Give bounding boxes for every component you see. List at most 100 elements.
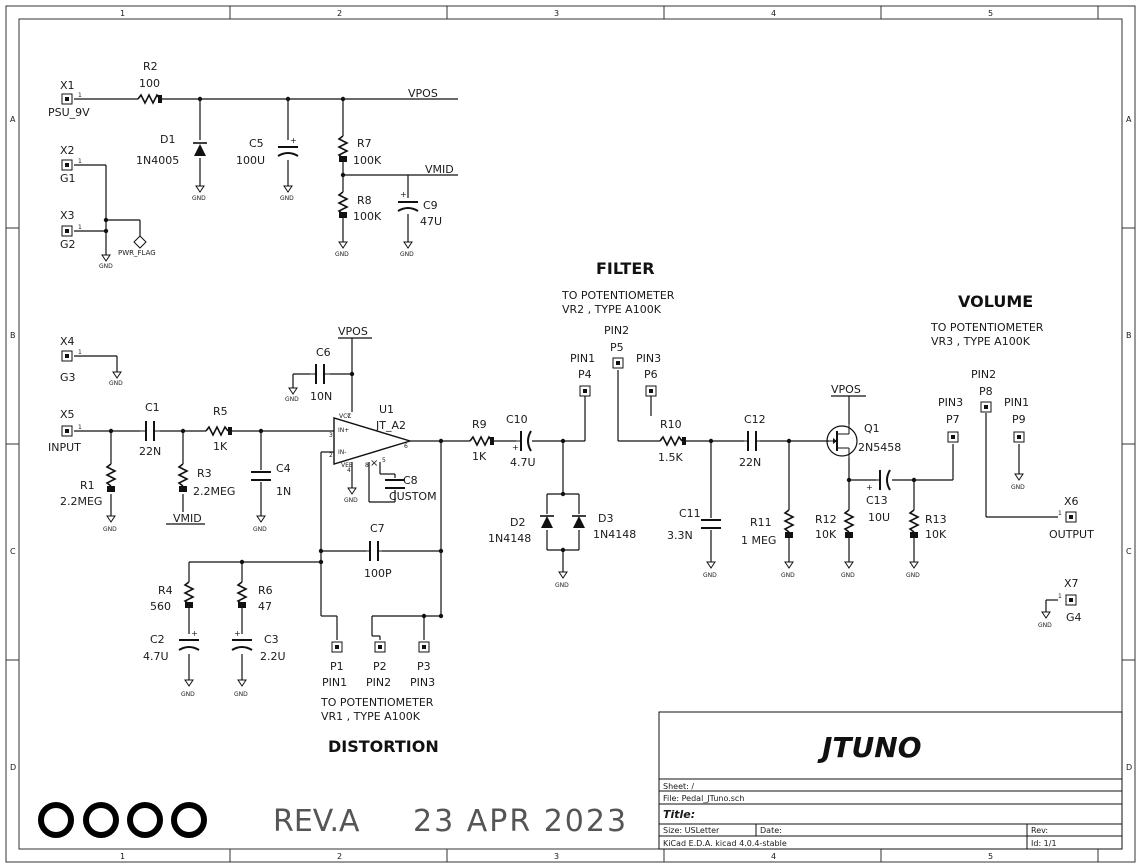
value-label: PIN3 bbox=[410, 676, 435, 689]
gnd-label: GND bbox=[103, 526, 117, 533]
pin-number: 7 bbox=[347, 413, 351, 420]
connector-x2: X2 G1 1 bbox=[60, 144, 82, 185]
ref-label: R4 bbox=[158, 584, 173, 597]
capacitor-c8: C8 CUSTOM bbox=[385, 474, 437, 503]
ref-label: P7 bbox=[946, 413, 960, 426]
capacitor-c7: C7 100P bbox=[364, 522, 392, 580]
row-label: D bbox=[10, 763, 16, 772]
value-label: 1N4148 bbox=[593, 528, 636, 541]
volume-wires bbox=[831, 395, 1058, 612]
project-name: JTUNO bbox=[817, 731, 922, 764]
title-label: Title: bbox=[663, 808, 695, 821]
capacitor-c6: C6 10N bbox=[310, 346, 332, 403]
col-label: 2 bbox=[337, 852, 342, 861]
svg-text:+: + bbox=[290, 136, 297, 145]
vr3-note-line1: TO POTENTIOMETER bbox=[930, 321, 1044, 334]
ref-label: R11 bbox=[750, 516, 772, 529]
ref-label: C11 bbox=[679, 507, 701, 520]
value-label: PIN3 bbox=[938, 396, 963, 409]
ref-label: R8 bbox=[357, 194, 372, 207]
value-label: PIN2 bbox=[604, 324, 629, 337]
ref-label: R7 bbox=[357, 137, 372, 150]
connector-p9: P9 PIN1 bbox=[1004, 396, 1029, 443]
gnd-symbols-volume: GND GND GND GND bbox=[841, 473, 1052, 629]
net-label-vmid: VMID bbox=[173, 512, 202, 525]
sheet-label: Sheet: / bbox=[663, 782, 694, 791]
id-label: Id: 1/1 bbox=[1031, 839, 1057, 848]
value-label: PIN3 bbox=[636, 352, 661, 365]
pin-number: 2 bbox=[329, 452, 333, 459]
ref-label: R12 bbox=[815, 513, 837, 526]
value-label: 2.2MEG bbox=[193, 485, 235, 498]
net-label-vpos: VPOS bbox=[831, 383, 861, 396]
value-label: G4 bbox=[1066, 611, 1082, 624]
ref-label: Q1 bbox=[864, 422, 880, 435]
gnd-label: GND bbox=[109, 380, 123, 387]
row-label: C bbox=[10, 547, 16, 556]
value-label: 2N5458 bbox=[858, 441, 901, 454]
filter-junctions bbox=[560, 438, 792, 553]
connector-x6: X6 OUTPUT 1 bbox=[1049, 495, 1094, 541]
ref-label: C6 bbox=[316, 346, 331, 359]
value-label: 3.3N bbox=[667, 529, 693, 542]
distortion-junctions bbox=[108, 371, 444, 619]
value-label: 4.7U bbox=[510, 456, 536, 469]
connector-p7: P7 PIN3 bbox=[938, 396, 963, 443]
ref-label: X5 bbox=[60, 408, 75, 421]
value-label: 10K bbox=[925, 528, 947, 541]
pin-label-inn: IN- bbox=[338, 449, 346, 456]
resistor-r10: R10 1.5K bbox=[658, 418, 686, 464]
value-label: PIN2 bbox=[366, 676, 391, 689]
gnd-label: GND bbox=[280, 195, 294, 202]
opamp-u1: VCC IN+ IN- VEE 3 2 6 7 4 8 5 × U1 JT_A2 bbox=[329, 403, 413, 474]
value-label: 1N4148 bbox=[488, 532, 531, 545]
capacitor-c4: C4 1N bbox=[251, 462, 291, 498]
pin-number: 1 bbox=[78, 158, 82, 165]
title-block bbox=[658, 711, 1123, 850]
ref-label: X2 bbox=[60, 144, 75, 157]
row-label: A bbox=[1126, 115, 1132, 124]
row-label: C bbox=[1126, 547, 1132, 556]
value-label: 10U bbox=[868, 511, 890, 524]
connector-p3: P3 PIN3 bbox=[410, 641, 435, 689]
ref-label: C4 bbox=[276, 462, 291, 475]
col-label: 5 bbox=[988, 9, 993, 18]
ref-label: D1 bbox=[160, 133, 175, 146]
svg-text:+: + bbox=[866, 483, 873, 492]
vr1-note-line2: VR1 , TYPE A100K bbox=[321, 710, 421, 723]
ref-label: D3 bbox=[598, 512, 613, 525]
svg-text:+: + bbox=[191, 629, 198, 638]
value-label: 100P bbox=[364, 567, 392, 580]
value-label: CUSTOM bbox=[389, 490, 437, 503]
gnd-label: GND bbox=[1011, 484, 1025, 491]
value-label: INPUT bbox=[48, 441, 81, 454]
value-label: 22N bbox=[139, 445, 161, 458]
resistor-r6: R6 47 bbox=[236, 581, 273, 613]
ref-label: X3 bbox=[60, 209, 75, 222]
section-title-filter: FILTER bbox=[596, 259, 655, 278]
ref-label: R13 bbox=[925, 513, 947, 526]
col-label: 2 bbox=[337, 9, 342, 18]
value-label: 47 bbox=[258, 600, 272, 613]
pwr-flag-label: PWR_FLAG bbox=[118, 249, 156, 257]
ref-label: P6 bbox=[644, 368, 658, 381]
date-label: Date: bbox=[760, 826, 782, 835]
gnd-label: GND bbox=[285, 396, 299, 403]
diode-d2: D2 1N4148 bbox=[488, 515, 554, 545]
ref-label: R5 bbox=[213, 405, 228, 418]
connector-x5: X5 INPUT 1 bbox=[48, 408, 82, 454]
value-label: G3 bbox=[60, 371, 76, 384]
vr2-note-line2: VR2 , TYPE A100K bbox=[562, 303, 662, 316]
capacitor-c5: + C5 100U bbox=[236, 136, 299, 167]
gnd-label: GND bbox=[344, 497, 358, 504]
resistor-r3: R3 2.2MEG bbox=[177, 463, 235, 498]
col-label: 1 bbox=[120, 9, 125, 18]
ref-label: X1 bbox=[60, 79, 75, 92]
pin-number: 1 bbox=[78, 92, 82, 99]
resistor-r11: R11 1 MEG bbox=[741, 509, 795, 547]
pin-number: 6 bbox=[404, 443, 408, 450]
connector-p2: P2 PIN2 bbox=[366, 641, 391, 689]
col-label: 3 bbox=[554, 9, 559, 18]
ref-label: R10 bbox=[660, 418, 682, 431]
